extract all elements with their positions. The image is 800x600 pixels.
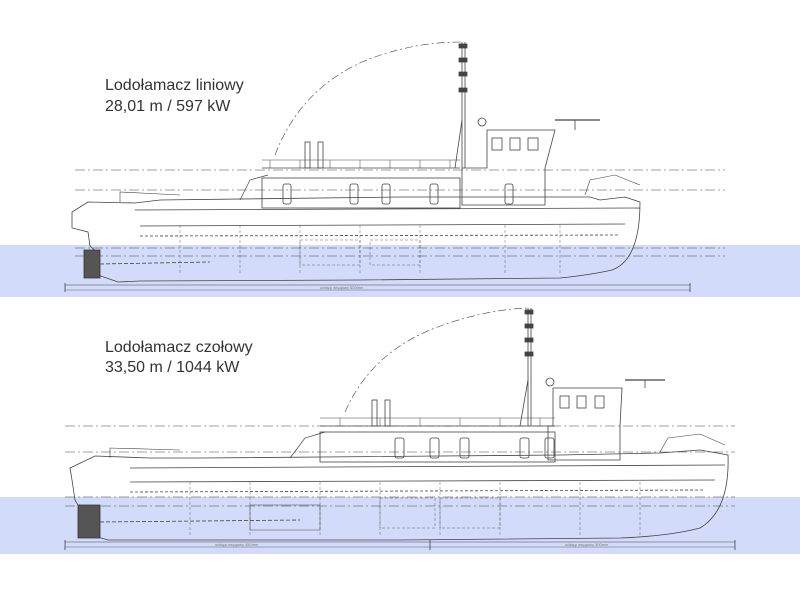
aft-structure: [119, 191, 181, 202]
bow-structure: [659, 433, 726, 453]
top-title: Lodołamacz liniowy: [105, 77, 244, 94]
deckhouse: [319, 431, 556, 463]
interior-lines: [189, 482, 641, 536]
reference-lines: [75, 169, 725, 257]
bow-structure: [584, 174, 641, 196]
main-deck-line: [129, 464, 726, 469]
crane: [239, 174, 269, 201]
wheelhouse: [547, 387, 623, 461]
wheelhouse-windows: [491, 137, 539, 151]
mast-swing-arc: [274, 41, 463, 156]
bottom-title: Lodołamacz czołowy: [105, 339, 253, 356]
frame-spacing-label-aft: odstęp wręgowy 450mm: [215, 542, 259, 547]
mast-swing-arc: [344, 307, 529, 413]
wheelhouse: [461, 129, 556, 206]
interior-lines: [179, 225, 561, 275]
aft-structure: [109, 447, 181, 458]
mast-top-dome: [545, 377, 555, 387]
hull-outline: [71, 196, 641, 283]
railings: [320, 417, 555, 426]
linear-icebreaker-drawing: odstęp wręgowy 500mm: [0, 41, 800, 297]
bottom-panel: Lodołamacz czołowy 33,50 m / 1044 kW: [0, 300, 800, 600]
exhaust-pipe: [304, 141, 311, 169]
bow-icebreaker-drawing: odstęp wręgowy 450mm odstęp wręgowy 500m…: [0, 307, 800, 554]
mast-lights: [458, 43, 468, 93]
deckhouse-doors: [394, 437, 555, 459]
deckhouse: [261, 177, 461, 209]
top-panel: Lodołamacz liniowy 28,01 m / 597 kW: [0, 41, 800, 297]
crane: [289, 431, 326, 459]
waterline-band: [0, 245, 800, 297]
mast-lights: [524, 309, 534, 357]
hull-outline: [69, 449, 729, 541]
main-deck-line: [134, 207, 641, 211]
wheelhouse-windows: [559, 395, 605, 409]
frame-spacing-label: odstęp wręgowy 500mm: [320, 285, 364, 290]
waterline-band: [0, 497, 800, 554]
railings: [262, 159, 460, 168]
mast-top-dome: [477, 117, 487, 127]
bottom-specs: 33,50 m / 1044 kW: [105, 359, 240, 376]
rudder-propeller: [83, 249, 101, 279]
rudder-propeller: [77, 504, 101, 539]
reference-lines: [65, 425, 735, 507]
exhaust-pipe: [371, 399, 378, 427]
deckhouse-doors: [282, 183, 514, 205]
frame-spacing-label-fwd: odstęp wręgowy 500mm: [565, 542, 609, 547]
top-specs: 28,01 m / 597 kW: [105, 98, 231, 115]
